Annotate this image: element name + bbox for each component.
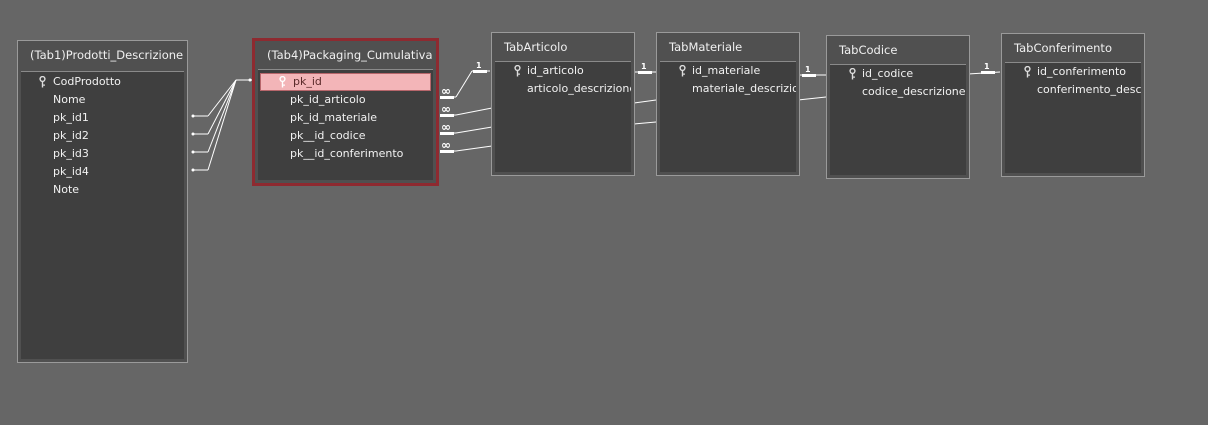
- field-row[interactable]: conferimento_descrizione: [1005, 81, 1141, 99]
- field-row[interactable]: id_codice: [830, 65, 966, 83]
- field-row[interactable]: articolo_descrizione: [495, 80, 631, 98]
- field-list[interactable]: id_codice codice_descrizione: [830, 64, 966, 175]
- field-name: pk__id_conferimento: [290, 147, 404, 160]
- primary-key-icon: [514, 65, 521, 77]
- field-name: pk_id4: [53, 165, 89, 178]
- field-name: Note: [53, 183, 80, 196]
- table-packaging-cumulativa[interactable]: (Tab4)Packaging_Cumulativa pk_id pk_id_a…: [252, 38, 439, 186]
- field-row[interactable]: CodProdotto: [21, 73, 184, 91]
- many-marker-materiale: ∞: [441, 102, 451, 116]
- field-name: pk_id2: [53, 129, 89, 142]
- table-conferimento[interactable]: TabConferimento id_conferimento conferim…: [1001, 33, 1145, 177]
- field-name: conferimento_descrizione: [1037, 83, 1141, 96]
- field-name: codice_descrizione: [862, 85, 966, 98]
- field-name: pk_id3: [53, 147, 89, 160]
- field-row[interactable]: pk_id4: [21, 163, 184, 181]
- field-name: pk_id_materiale: [290, 111, 378, 124]
- field-row[interactable]: id_conferimento: [1005, 63, 1141, 81]
- field-row[interactable]: pk_id3: [21, 145, 184, 163]
- table-materiale[interactable]: TabMateriale id_materiale materiale_desc…: [656, 32, 800, 176]
- many-marker-articolo: ∞: [441, 84, 451, 98]
- field-list[interactable]: id_conferimento conferimento_descrizione: [1005, 62, 1141, 173]
- table-codice[interactable]: TabCodice id_codice codice_descrizione: [826, 35, 970, 179]
- table-title[interactable]: TabCodice: [839, 43, 898, 57]
- field-row[interactable]: codice_descrizione: [830, 83, 966, 101]
- field-name: id_codice: [862, 67, 914, 80]
- table-prodotti-descrizione[interactable]: (Tab1)Prodotti_Descrizione CodProdotto N…: [17, 40, 188, 363]
- table-articolo[interactable]: TabArticolo id_articolo articolo_descriz…: [491, 32, 635, 176]
- field-name: materiale_descrizione: [692, 82, 796, 95]
- table-title[interactable]: TabConferimento: [1014, 41, 1112, 55]
- primary-key-icon: [279, 76, 286, 88]
- many-marker-codice: ∞: [441, 120, 451, 134]
- field-name: Nome: [53, 93, 86, 106]
- field-name: CodProdotto: [53, 75, 121, 88]
- primary-key-icon: [679, 65, 686, 77]
- field-row[interactable]: id_materiale: [660, 62, 796, 80]
- field-list[interactable]: id_materiale materiale_descrizione: [660, 61, 796, 172]
- one-marker-articolo: 1: [476, 61, 482, 70]
- many-marker-conferimento: ∞: [441, 138, 451, 152]
- field-name: pk_id1: [53, 111, 89, 124]
- field-row[interactable]: materiale_descrizione: [660, 80, 796, 98]
- field-row[interactable]: pk_id2: [21, 127, 184, 145]
- table-title[interactable]: (Tab1)Prodotti_Descrizione: [30, 48, 184, 62]
- primary-key-icon: [1024, 66, 1031, 78]
- one-marker-codice: 1: [805, 65, 811, 74]
- field-row[interactable]: Nome: [21, 91, 184, 109]
- field-list[interactable]: id_articolo articolo_descrizione: [495, 61, 631, 172]
- field-name: pk_id: [293, 75, 322, 88]
- field-row[interactable]: Note: [21, 181, 184, 199]
- table-title[interactable]: TabArticolo: [504, 40, 568, 54]
- field-name: id_articolo: [527, 64, 584, 77]
- field-row[interactable]: pk__id_conferimento: [258, 145, 433, 163]
- one-marker-materiale: 1: [641, 62, 647, 71]
- field-row[interactable]: pk_id_articolo: [258, 91, 433, 109]
- field-list[interactable]: CodProdotto Nome pk_id1 pk_id2 pk_id3 pk…: [21, 71, 184, 359]
- table-title[interactable]: (Tab4)Packaging_Cumulativa: [267, 48, 433, 62]
- field-row[interactable]: pk__id_codice: [258, 127, 433, 145]
- primary-key-icon: [39, 76, 46, 88]
- field-name: id_conferimento: [1037, 65, 1127, 78]
- field-row[interactable]: pk_id1: [21, 109, 184, 127]
- field-row[interactable]: pk_id: [260, 73, 431, 91]
- field-name: pk_id_articolo: [290, 93, 366, 106]
- field-name: id_materiale: [692, 64, 761, 77]
- field-name: pk__id_codice: [290, 129, 366, 142]
- field-list[interactable]: pk_id pk_id_articolo pk_id_materiale pk_…: [258, 69, 433, 180]
- one-marker-conferimento: 1: [984, 62, 990, 71]
- field-name: articolo_descrizione: [527, 82, 631, 95]
- primary-key-icon: [849, 68, 856, 80]
- field-row[interactable]: id_articolo: [495, 62, 631, 80]
- table-title[interactable]: TabMateriale: [669, 40, 743, 54]
- field-row[interactable]: pk_id_materiale: [258, 109, 433, 127]
